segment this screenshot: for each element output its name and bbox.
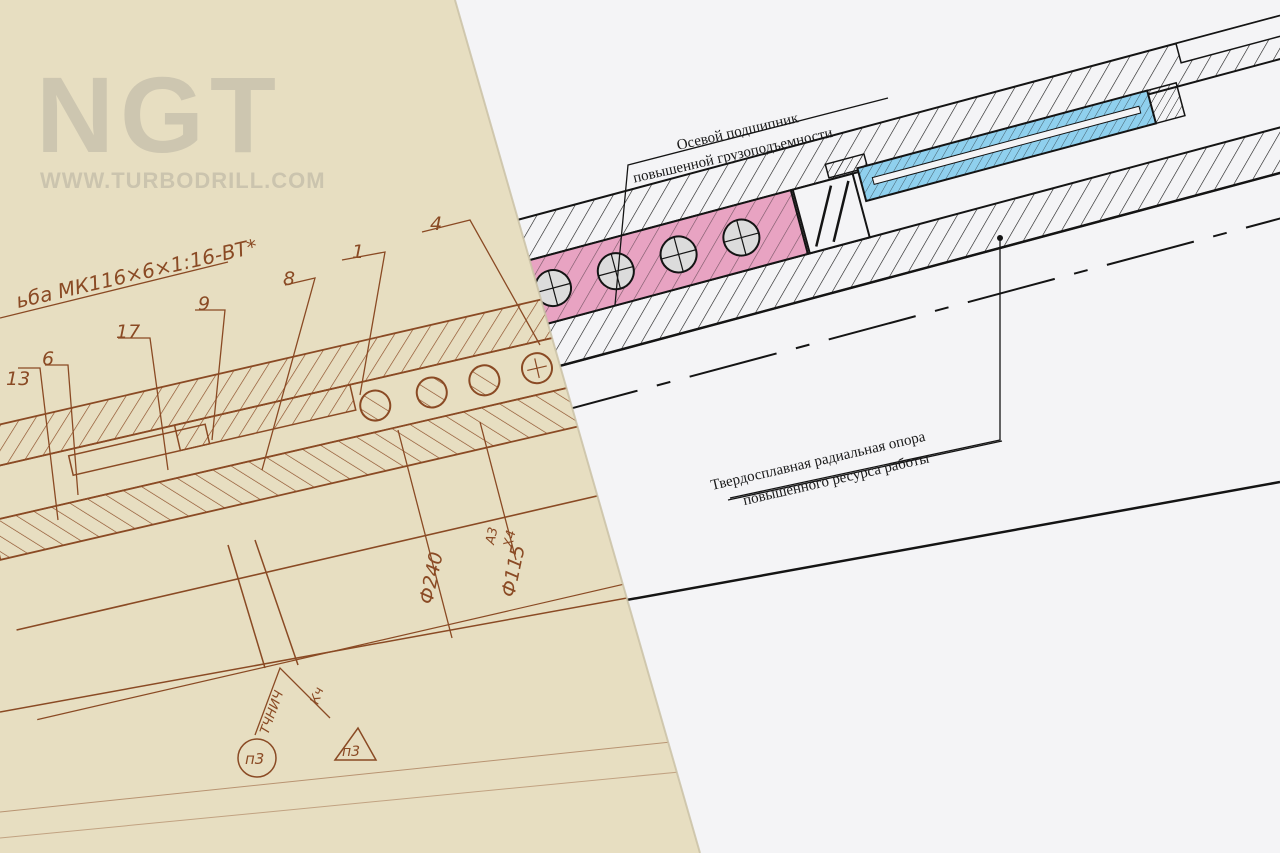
bearing-balls [534,218,761,308]
shaft-section-new [498,11,1280,415]
watermark: NGT WWW.TURBODRILL.COM [36,54,326,193]
symbol-left: п3 [245,750,264,768]
coupling-element [791,153,871,255]
part-number: 1 [352,241,364,263]
radial-leader [729,238,1001,499]
part-number: 8 [283,268,295,290]
part-number: 9 [198,293,210,315]
dim-fit-bottom: Х4 [501,529,519,550]
watermark-url: WWW.TURBODRILL.COM [40,168,326,193]
watermark-logo: NGT [36,54,282,175]
finish-symbol-triangle [333,726,378,761]
part-number: 17 [116,321,140,343]
part-leaders [18,219,541,521]
part-number: 4 [430,213,442,235]
dim-line-outer [397,429,453,639]
part-numbers: 13 6 17 9 8 1 4 [6,213,442,390]
part-number: 13 [6,368,30,390]
finish-symbol-circle [237,738,277,778]
symbol-right: п3 [342,744,360,760]
bearing-leader [614,97,889,306]
centerline [550,200,1280,415]
old-bearing-balls [359,352,553,422]
dim-fit-top: А3 [483,526,501,547]
sheet-edge [454,0,701,853]
finish-note-2: Кч [308,685,328,706]
part-number: 6 [42,348,54,370]
dim-line-inner [479,421,517,561]
